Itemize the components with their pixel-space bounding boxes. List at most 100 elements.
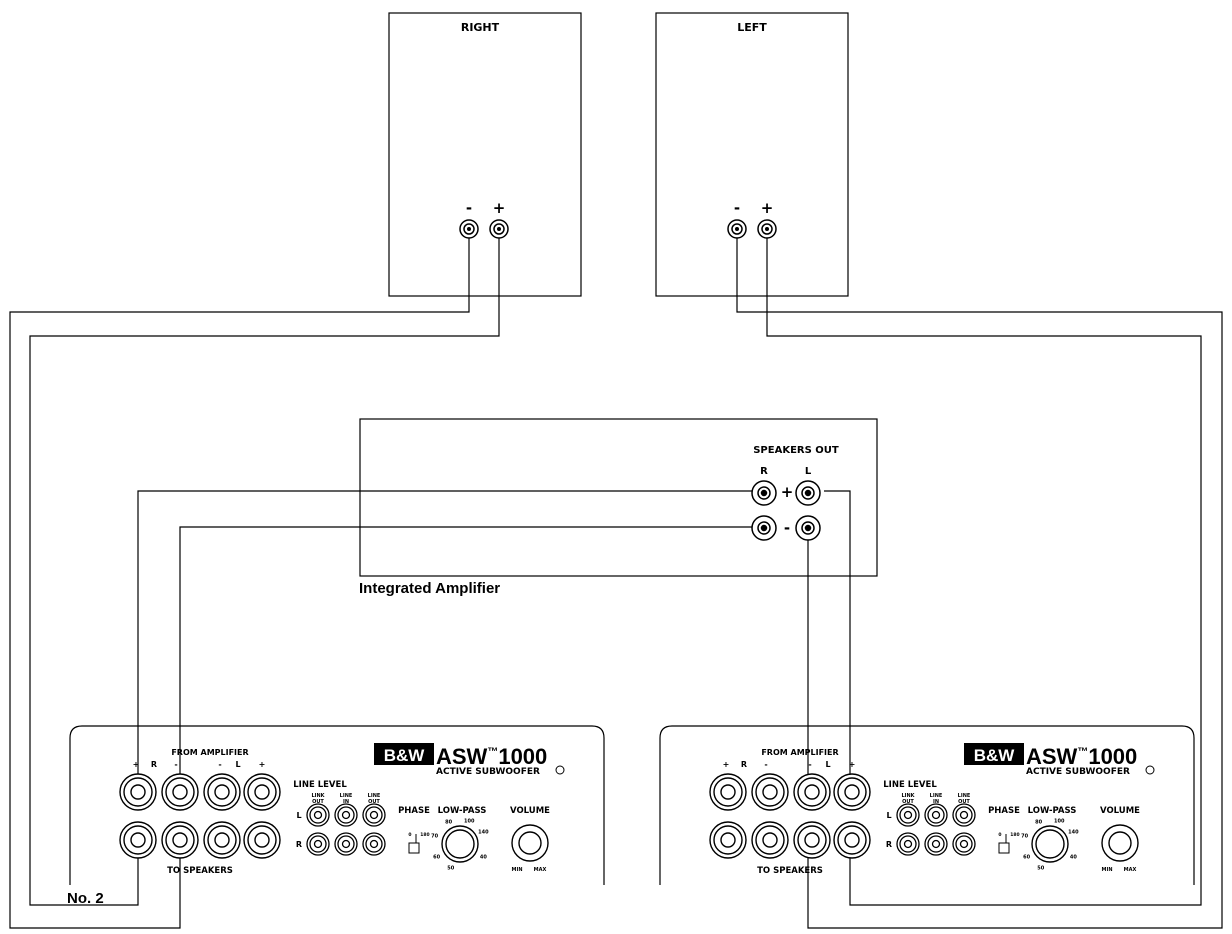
amp-minus-label: -	[784, 519, 790, 537]
binding-post	[243, 821, 281, 859]
dial-tick-label: 60	[433, 855, 440, 861]
phase-value-label: 180	[1010, 832, 1019, 838]
speakers-out-label: SPEAKERS OUT	[753, 445, 839, 456]
dial-tick-label: 100	[1054, 819, 1065, 825]
brand-text: B&W	[384, 746, 426, 765]
left-speaker-plus-label: +	[761, 199, 774, 217]
power-led	[1145, 765, 1155, 775]
terminal-polarity-label: L	[235, 760, 240, 769]
wire-left-minus	[736, 238, 1223, 929]
volume-max-label: MAX	[534, 867, 547, 873]
phase-value-label: 0	[998, 832, 1001, 838]
model-name: ASW™1000	[1026, 744, 1137, 769]
left-speaker: LEFT - +	[655, 12, 849, 297]
no2-label: No. 2	[67, 890, 104, 907]
dial-tick-label: 50	[1037, 865, 1044, 871]
line-col-label: OUT	[312, 799, 324, 805]
phase-switch	[998, 834, 1010, 854]
low-pass-dial	[441, 825, 479, 863]
dial-tick-label: 40	[480, 855, 487, 861]
dial-tick-label: 140	[478, 830, 489, 836]
right-speaker-plus-label: +	[493, 199, 506, 217]
line-col-label: LINK	[901, 793, 915, 799]
dial-tick-label: 40	[1070, 855, 1077, 861]
terminal-polarity-label: -	[218, 760, 221, 769]
brand-text: B&W	[974, 746, 1016, 765]
volume-label: VOLUME	[1100, 806, 1140, 816]
integrated-amplifier: SPEAKERS OUT R L + -	[359, 418, 878, 577]
phase-label: PHASE	[988, 806, 1020, 816]
dial-tick-label: 80	[445, 819, 452, 825]
terminal-polarity-label: -	[808, 760, 811, 769]
binding-post	[709, 773, 747, 811]
bw-logo: B&W	[374, 743, 434, 765]
volume-knob	[1101, 824, 1139, 862]
rca-jack	[924, 803, 948, 827]
to-speakers-label: TO SPEAKERS	[757, 866, 823, 876]
line-col-label: OUT	[902, 799, 914, 805]
binding-post	[243, 773, 281, 811]
volume-knob	[511, 824, 549, 862]
binding-post	[751, 821, 789, 859]
line-col-label: OUT	[368, 799, 380, 805]
rca-jack	[952, 832, 976, 856]
volume-max-label: MAX	[1124, 867, 1137, 873]
volume-min-label: MIN	[1101, 867, 1112, 873]
binding-post	[751, 773, 789, 811]
from-amplifier-label: FROM AMPLIFIER	[171, 748, 248, 757]
terminal-polarity-label: +	[259, 760, 266, 769]
binding-post	[833, 773, 871, 811]
terminal-polarity-label: -	[174, 760, 177, 769]
binding-post	[203, 821, 241, 859]
line-col-label: OUT	[958, 799, 970, 805]
amplifier-name: Integrated Amplifier	[359, 580, 500, 597]
binding-post	[119, 821, 157, 859]
rca-jack	[334, 803, 358, 827]
rca-jack	[896, 803, 920, 827]
line-col-label: IN	[343, 799, 349, 805]
amp-r-label: R	[760, 466, 768, 477]
left-speaker-minus-label: -	[734, 199, 740, 217]
rca-jack	[306, 803, 330, 827]
dial-tick-label: 60	[1023, 855, 1030, 861]
line-level-label: LINE LEVEL	[883, 780, 937, 790]
to-speakers-label: TO SPEAKERS	[167, 866, 233, 876]
subwoofer-outline	[659, 725, 1195, 885]
dial-tick-label: 70	[431, 833, 438, 839]
terminal-polarity-label: R	[151, 760, 157, 769]
line-col-label: LINE	[930, 793, 943, 799]
terminal-polarity-label: -	[764, 760, 767, 769]
left-speaker-label: LEFT	[737, 21, 767, 34]
right-speaker-plus-terminal	[489, 219, 509, 239]
terminal-polarity-label: L	[825, 760, 830, 769]
line-col-label: IN	[933, 799, 939, 805]
wire-right-plus	[29, 238, 500, 906]
line-level-label: LINE LEVEL	[293, 780, 347, 790]
model-name: ASW™1000	[436, 744, 547, 769]
rca-jack	[924, 832, 948, 856]
rca-jack	[896, 832, 920, 856]
terminal-polarity-label: +	[849, 760, 856, 769]
amp-l-label: L	[805, 466, 812, 477]
right-speaker-minus-label: -	[466, 199, 472, 217]
terminal-polarity-label: R	[741, 760, 747, 769]
amp-r-minus-terminal	[751, 515, 777, 541]
wire-right-minus	[9, 238, 470, 929]
dial-tick-label: 70	[1021, 833, 1028, 839]
line-col-label: LINE	[368, 793, 381, 799]
amp-l-minus-terminal	[795, 515, 821, 541]
amp-plus-label: +	[781, 483, 794, 501]
terminal-polarity-label: +	[133, 760, 140, 769]
bw-logo: B&W	[964, 743, 1024, 765]
left-speaker-plus-terminal	[757, 219, 777, 239]
volume-label: VOLUME	[510, 806, 550, 816]
wire-amp-r-plus	[137, 490, 753, 791]
active-subwoofer-label: ACTIVE SUBWOOFER	[1026, 767, 1130, 777]
right-speaker-label: RIGHT	[461, 21, 500, 34]
low-pass-dial	[1031, 825, 1069, 863]
volume-min-label: MIN	[511, 867, 522, 873]
binding-post	[161, 773, 199, 811]
binding-post	[793, 821, 831, 859]
